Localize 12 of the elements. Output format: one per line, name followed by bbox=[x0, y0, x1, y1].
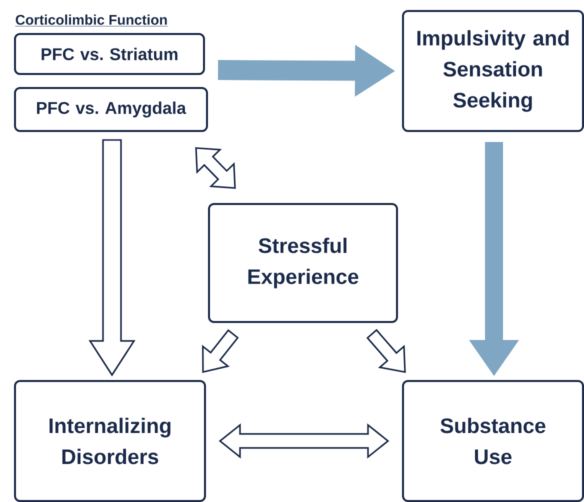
block-arrow bbox=[88, 139, 136, 376]
block-arrow bbox=[218, 44, 395, 97]
process-box: Stressful Experience bbox=[208, 203, 398, 323]
process-box: PFC vs. Striatum bbox=[14, 33, 205, 75]
process-box: Internalizing Disorders bbox=[14, 380, 206, 502]
block-arrow bbox=[202, 329, 239, 373]
heading: Corticolimbic Function bbox=[15, 14, 168, 26]
process-box: Substance Use bbox=[402, 380, 584, 502]
block-arrow bbox=[195, 147, 236, 189]
block-arrow bbox=[469, 142, 519, 376]
process-box: PFC vs. Amygdala bbox=[14, 86, 208, 132]
process-box: Impulsivity and Sensation Seeking bbox=[402, 10, 584, 132]
